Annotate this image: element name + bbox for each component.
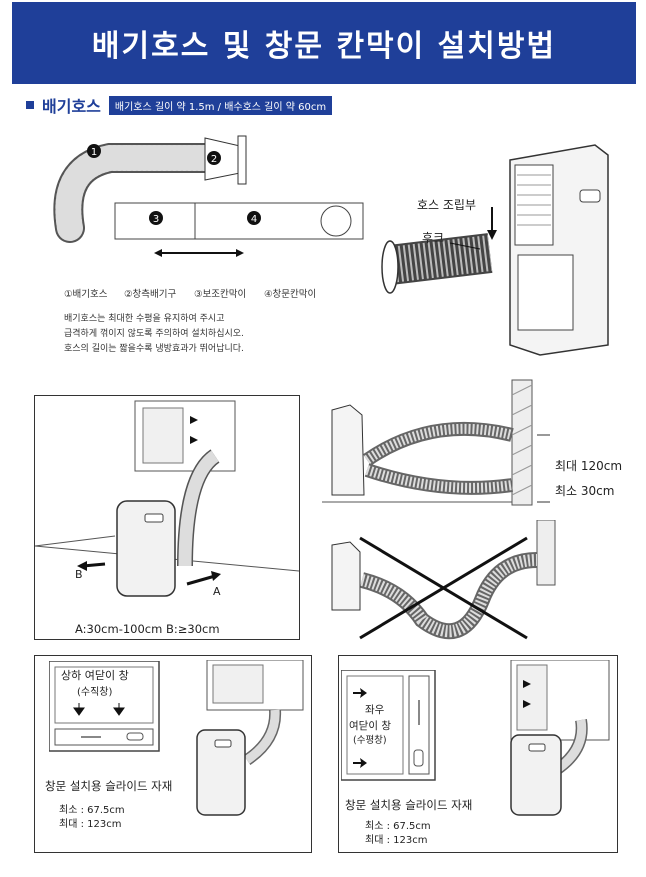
part-marker-4-text: 4 [251, 214, 257, 225]
note-line-2: 급격하게 꺾이지 않도록 주의하여 설치하십시오. [64, 329, 244, 339]
horizontal-window-diagram [341, 670, 436, 781]
part-marker-3-text: 3 [153, 214, 159, 225]
unit-with-hose-illustration [381, 144, 609, 356]
horizontal-window-unit-illustration [510, 660, 610, 816]
horizontal-window-min: 최소 : 67.5cm [365, 821, 431, 832]
legend-window-panel: ④창문칸막이 [264, 289, 317, 300]
horizontal-window-sub: (수평창) [353, 735, 387, 746]
max-height-label: 최대 120cm [555, 459, 623, 473]
hose-parts-illustration [53, 135, 364, 257]
clearance-label-b: B [75, 568, 83, 581]
vertical-window-panel: 상하 여닫이 창 (수직창) 창문 설치용 슬라이드 자재 최소 : 67.5c… [34, 655, 312, 853]
note-line-3: 호스의 길이는 짧을수록 냉방효과가 뛰어납니다. [64, 344, 244, 354]
clearance-label-a: A [213, 585, 221, 598]
section-heading: 배기호스 배기호스 길이 약 1.5m / 배수호스 길이 약 60cm [26, 93, 333, 117]
clearance-illustration [35, 400, 299, 597]
part-marker-1-text: 1 [91, 147, 97, 158]
hook-label: 후크 [422, 231, 445, 245]
legend-aux-panel: ③보조칸막이 [194, 289, 247, 300]
section-bullet-icon [26, 101, 34, 109]
legend-exhaust-hose: ①배기호스 [64, 289, 108, 300]
page-title: 배기호스 및 창문 칸막이 설치방법 [91, 29, 557, 64]
height-range-illustration [322, 379, 550, 506]
part-marker-2-text: 2 [211, 154, 217, 165]
hose-assembly-label: 호스 조립부 [417, 198, 477, 212]
horizontal-window-kit: 창문 설치용 슬라이드 자재 [345, 798, 473, 812]
clearance-panel: B A A:30cm-100cm B:≥30cm [34, 395, 300, 640]
vertical-window-diagram [49, 661, 160, 752]
horizontal-window-title-b: 여닫이 창 [349, 720, 391, 732]
horizontal-window-title-a: 좌우 [365, 704, 385, 716]
vertical-window-title: 상하 여닫이 창 [61, 669, 129, 682]
install-notes: 배기호스는 최대한 수평을 유지하여 주시고 급격하게 꺾이지 않도록 주의하여… [64, 312, 244, 357]
title-banner: 배기호스 및 창문 칸막이 설치방법 [12, 2, 636, 84]
vertical-window-unit-illustration [196, 660, 304, 816]
vertical-window-sub: (수직창) [77, 687, 113, 698]
hose-length-spec: 배기호스 길이 약 1.5m / 배수호스 길이 약 60cm [108, 95, 333, 115]
wrong-install-illustration [331, 520, 556, 640]
vertical-window-min: 최소 : 67.5cm [59, 805, 125, 816]
vertical-window-max: 최대 : 123cm [59, 819, 122, 830]
part-marker-3: 3 [148, 210, 164, 226]
legend-window-outlet: ②창측배기구 [124, 289, 177, 300]
clearance-caption: A:30cm-100cm B:≥30cm [75, 622, 220, 636]
part-marker-1: 1 [86, 143, 102, 159]
horizontal-window-panel: 좌우 여닫이 창 (수평창) 창문 설치용 슬라이드 자재 최소 : 67.5c… [338, 655, 618, 853]
part-marker-4: 4 [246, 210, 262, 226]
horizontal-window-max: 최대 : 123cm [365, 835, 428, 846]
note-line-1: 배기호스는 최대한 수평을 유지하여 주시고 [64, 314, 225, 324]
part-marker-2: 2 [206, 150, 222, 166]
section-title: 배기호스 [42, 97, 101, 116]
min-height-label: 최소 30cm [555, 484, 615, 498]
vertical-window-kit: 창문 설치용 슬라이드 자재 [45, 779, 173, 793]
